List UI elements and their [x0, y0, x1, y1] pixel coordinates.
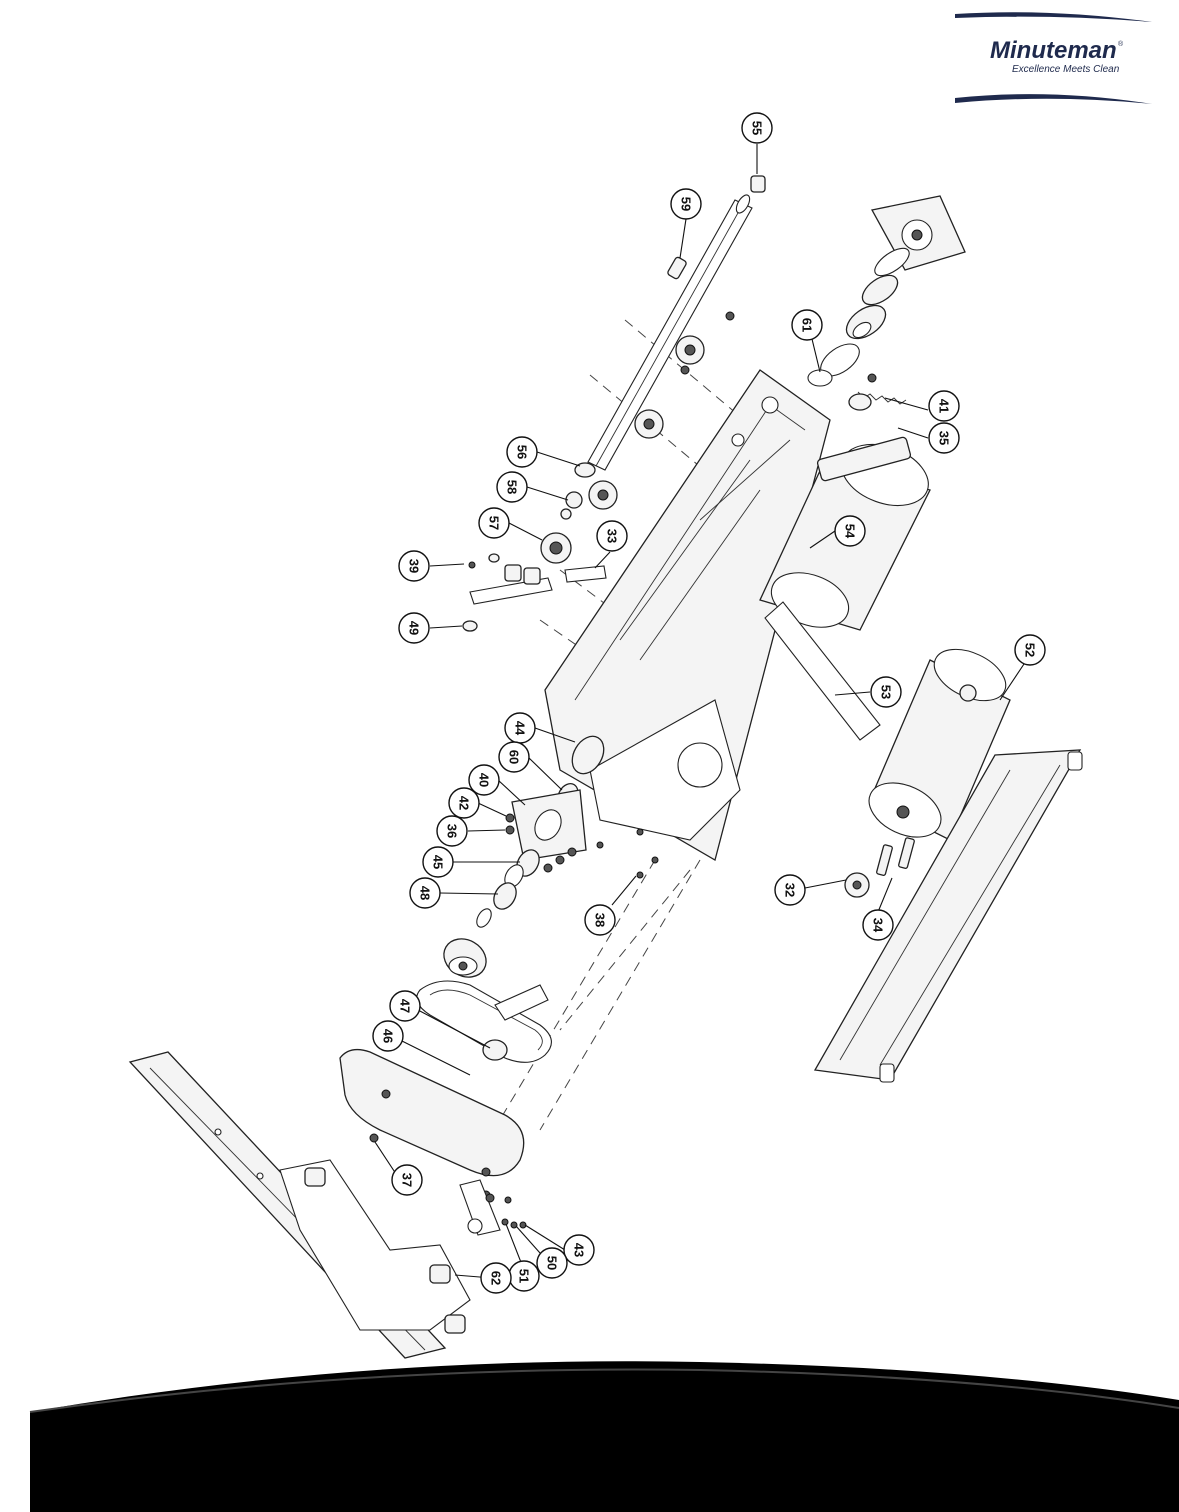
callout-35: 35 — [928, 422, 960, 454]
brand-name: Minuteman — [990, 37, 1117, 64]
callout-35-label: 35 — [937, 431, 952, 445]
callout-57-label: 57 — [487, 516, 502, 530]
motor-52 — [868, 648, 1011, 841]
callout-58: 58 — [496, 471, 528, 503]
callout-53: 53 — [870, 676, 902, 708]
callout-36-label: 36 — [445, 824, 460, 838]
callout-55: 55 — [741, 112, 773, 144]
callout-42: 42 — [448, 787, 480, 819]
callout-52-label: 52 — [1023, 643, 1038, 657]
callout-60-label: 60 — [507, 750, 522, 764]
callout-38-label: 38 — [593, 913, 608, 927]
callout-41-label: 41 — [937, 399, 952, 413]
part-34-shape — [876, 844, 893, 876]
callout-44: 44 — [504, 712, 536, 744]
callout-39: 39 — [398, 550, 430, 582]
callout-62: 62 — [480, 1262, 512, 1294]
callout-50-label: 50 — [545, 1256, 560, 1270]
callout-51-label: 51 — [517, 1269, 532, 1283]
belt-cover — [339, 1048, 525, 1177]
part-33-shape — [564, 565, 607, 583]
callout-47-label: 47 — [398, 999, 413, 1013]
shaft-53 — [764, 601, 881, 741]
callout-62-label: 62 — [489, 1271, 504, 1285]
callout-58-label: 58 — [505, 480, 520, 494]
callout-60: 60 — [498, 741, 530, 773]
callout-47: 47 — [389, 990, 421, 1022]
main-frame-housing — [544, 369, 831, 861]
callout-48-label: 48 — [418, 886, 433, 900]
callout-45-label: 45 — [431, 855, 446, 869]
bearing-stack — [476, 735, 605, 928]
callout-48: 48 — [409, 877, 441, 909]
assembly-drawing — [128, 175, 1083, 1359]
callout-61-label: 61 — [800, 318, 815, 332]
screws-38 — [596, 828, 659, 879]
callout-37-label: 37 — [400, 1173, 415, 1187]
callout-45: 45 — [422, 846, 454, 878]
callout-55-label: 55 — [750, 121, 765, 135]
callout-46: 46 — [372, 1020, 404, 1052]
callout-41: 41 — [928, 390, 960, 422]
callout-balloons: 55 59 61 41 35 56 58 57 — [372, 112, 1046, 1294]
footer-swoosh-highlight — [29, 1368, 1179, 1413]
callout-32: 32 — [774, 874, 806, 906]
callout-59: 59 — [670, 188, 702, 220]
callout-61: 61 — [791, 309, 823, 341]
callout-54: 54 — [834, 515, 866, 547]
callout-33: 33 — [596, 520, 628, 552]
callout-44-label: 44 — [513, 721, 528, 736]
callout-56-label: 56 — [515, 445, 530, 459]
tensioner-bracket — [494, 984, 549, 1021]
callout-42-label: 42 — [457, 796, 472, 810]
callout-49: 49 — [398, 612, 430, 644]
callout-49-label: 49 — [407, 621, 422, 635]
callout-46-label: 46 — [381, 1029, 396, 1043]
callout-39-label: 39 — [407, 559, 422, 573]
callout-43-label: 43 — [572, 1243, 587, 1257]
callout-53-label: 53 — [879, 685, 894, 699]
callout-34: 34 — [862, 909, 894, 941]
callout-57: 57 — [478, 507, 510, 539]
logo-swoosh-top — [955, 12, 1152, 22]
brand-tagline: Excellence Meets Clean — [1012, 64, 1120, 75]
part-55-shape — [750, 175, 766, 193]
part-58-shape — [565, 491, 583, 509]
brand-registered-mark: ® — [1118, 40, 1124, 48]
drive-pulley — [443, 938, 487, 978]
callout-37: 37 — [391, 1164, 423, 1196]
callout-52: 52 — [1014, 634, 1046, 666]
callout-40: 40 — [468, 764, 500, 796]
drive-belt — [416, 980, 552, 1063]
upper-tube-shaft — [587, 194, 753, 471]
callout-50: 50 — [536, 1247, 568, 1279]
callout-43: 43 — [563, 1234, 595, 1266]
part-56-shape — [574, 462, 596, 478]
part-59-shape — [667, 256, 687, 280]
part-61-shape — [807, 369, 833, 387]
callout-33-label: 33 — [605, 529, 620, 543]
callout-59-label: 59 — [679, 197, 694, 211]
callout-32-label: 32 — [783, 883, 798, 897]
end-flange-assembly — [807, 195, 966, 387]
part-47-shape — [482, 1039, 508, 1061]
callout-38: 38 — [584, 904, 616, 936]
callout-40-label: 40 — [477, 773, 492, 787]
logo-swoosh-bottom — [955, 94, 1152, 104]
callout-56: 56 — [506, 436, 538, 468]
bracket-43-50-51 — [459, 1179, 527, 1236]
callout-54-label: 54 — [843, 524, 858, 539]
callout-leaders — [374, 144, 1025, 1279]
part-49-shape — [462, 620, 478, 632]
brand-logo: Minuteman ® Excellence Meets Clean — [955, 12, 1152, 104]
right-side-panel — [813, 749, 1083, 1083]
callout-34-label: 34 — [871, 918, 886, 933]
footer-swoosh — [30, 1361, 1179, 1512]
left-side-panel — [128, 1051, 471, 1359]
callout-36: 36 — [436, 815, 468, 847]
callout-51: 51 — [508, 1260, 540, 1292]
